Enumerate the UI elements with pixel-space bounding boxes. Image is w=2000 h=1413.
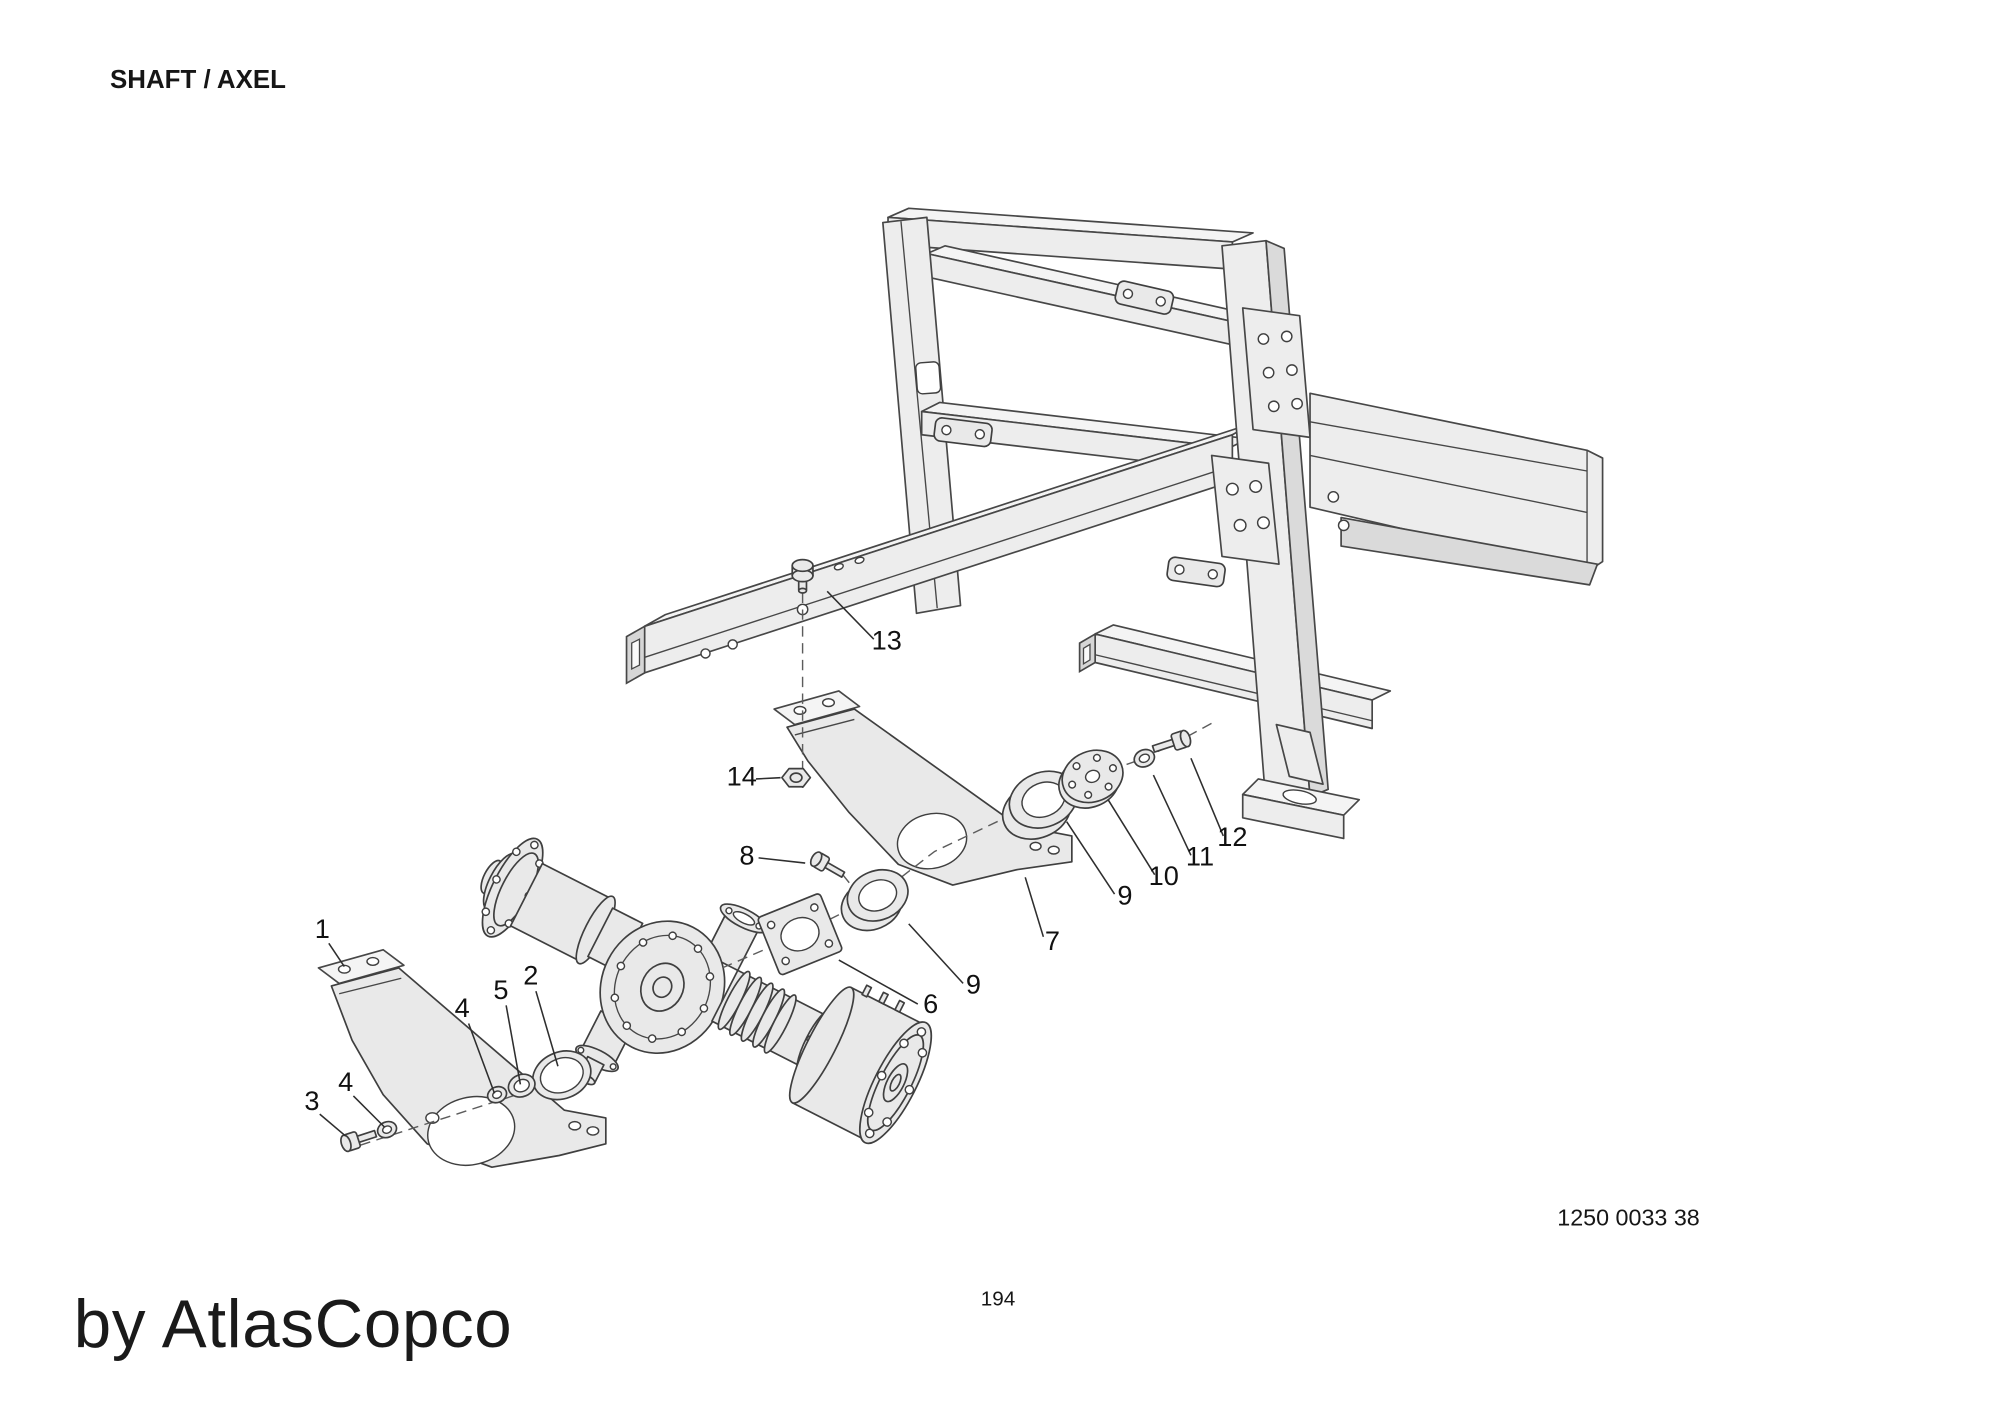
callout-label: 4 xyxy=(455,992,470,1023)
part-5-ring xyxy=(507,1073,536,1098)
part-12-bolt xyxy=(1151,729,1192,753)
callout-8: 8 xyxy=(739,839,806,870)
machine-frame xyxy=(625,207,1604,840)
callout-6: 6 xyxy=(838,959,938,1019)
part-2-ring xyxy=(532,1050,592,1101)
part-9-ring xyxy=(840,868,909,932)
page-number: 194 xyxy=(981,1288,1016,1311)
part-3-bolt xyxy=(340,1129,378,1153)
callout-label: 3 xyxy=(304,1085,319,1116)
callout-label: 4 xyxy=(338,1066,353,1097)
callout-11: 11 xyxy=(1152,774,1214,872)
drawing-number: 1250 0033 38 xyxy=(1557,1204,1699,1230)
part-10-disc xyxy=(1058,749,1124,809)
callout-4b: 4 xyxy=(338,1066,386,1128)
callout-label: 12 xyxy=(1217,821,1247,852)
page-title: SHAFT / AXEL xyxy=(110,66,286,94)
frame-clamp xyxy=(1114,280,1175,315)
part-7-support-bracket xyxy=(773,690,1073,886)
callout-label: 1 xyxy=(315,913,330,944)
callout-2: 2 xyxy=(523,960,559,1067)
callout-1: 1 xyxy=(315,913,345,968)
callout-label: 9 xyxy=(966,969,981,1000)
callout-14: 14 xyxy=(727,760,781,791)
part-9-ring xyxy=(1001,770,1079,840)
callout-label: 2 xyxy=(523,960,538,991)
part-8-bolt xyxy=(809,851,846,879)
callout-label: 8 xyxy=(739,839,754,870)
callout-7: 7 xyxy=(1024,877,1060,956)
callout-label: 5 xyxy=(493,974,508,1005)
callout-5: 5 xyxy=(493,974,522,1085)
frame-clamp xyxy=(1166,556,1226,588)
callout-13: 13 xyxy=(826,590,902,656)
part-1-support-bracket xyxy=(317,948,607,1168)
callout-9a: 9 xyxy=(1066,821,1132,910)
callout-label: 7 xyxy=(1045,925,1060,956)
callout-3: 3 xyxy=(304,1085,347,1137)
part-13-bolt xyxy=(791,558,814,594)
callout-label: 14 xyxy=(727,760,757,791)
frame-clamp xyxy=(933,417,993,448)
callout-10: 10 xyxy=(1107,799,1179,891)
callout-label: 13 xyxy=(872,625,902,656)
axle-assembly xyxy=(480,837,933,1145)
callouts: 1 2 3 4 4 5 6 7 xyxy=(304,590,1247,1137)
part-11-washer xyxy=(1133,748,1156,768)
callout-9b: 9 xyxy=(908,923,981,1000)
brand-watermark: by AtlasCopco xyxy=(74,1287,513,1362)
callout-label: 11 xyxy=(1186,841,1214,872)
callout-12: 12 xyxy=(1190,757,1247,852)
callout-label: 6 xyxy=(923,988,938,1019)
part-14-nut xyxy=(781,767,812,788)
callout-label: 10 xyxy=(1149,860,1179,891)
callout-label: 9 xyxy=(1117,879,1132,910)
part-6-flange-plate xyxy=(757,893,843,976)
callout-4a: 4 xyxy=(455,992,496,1094)
